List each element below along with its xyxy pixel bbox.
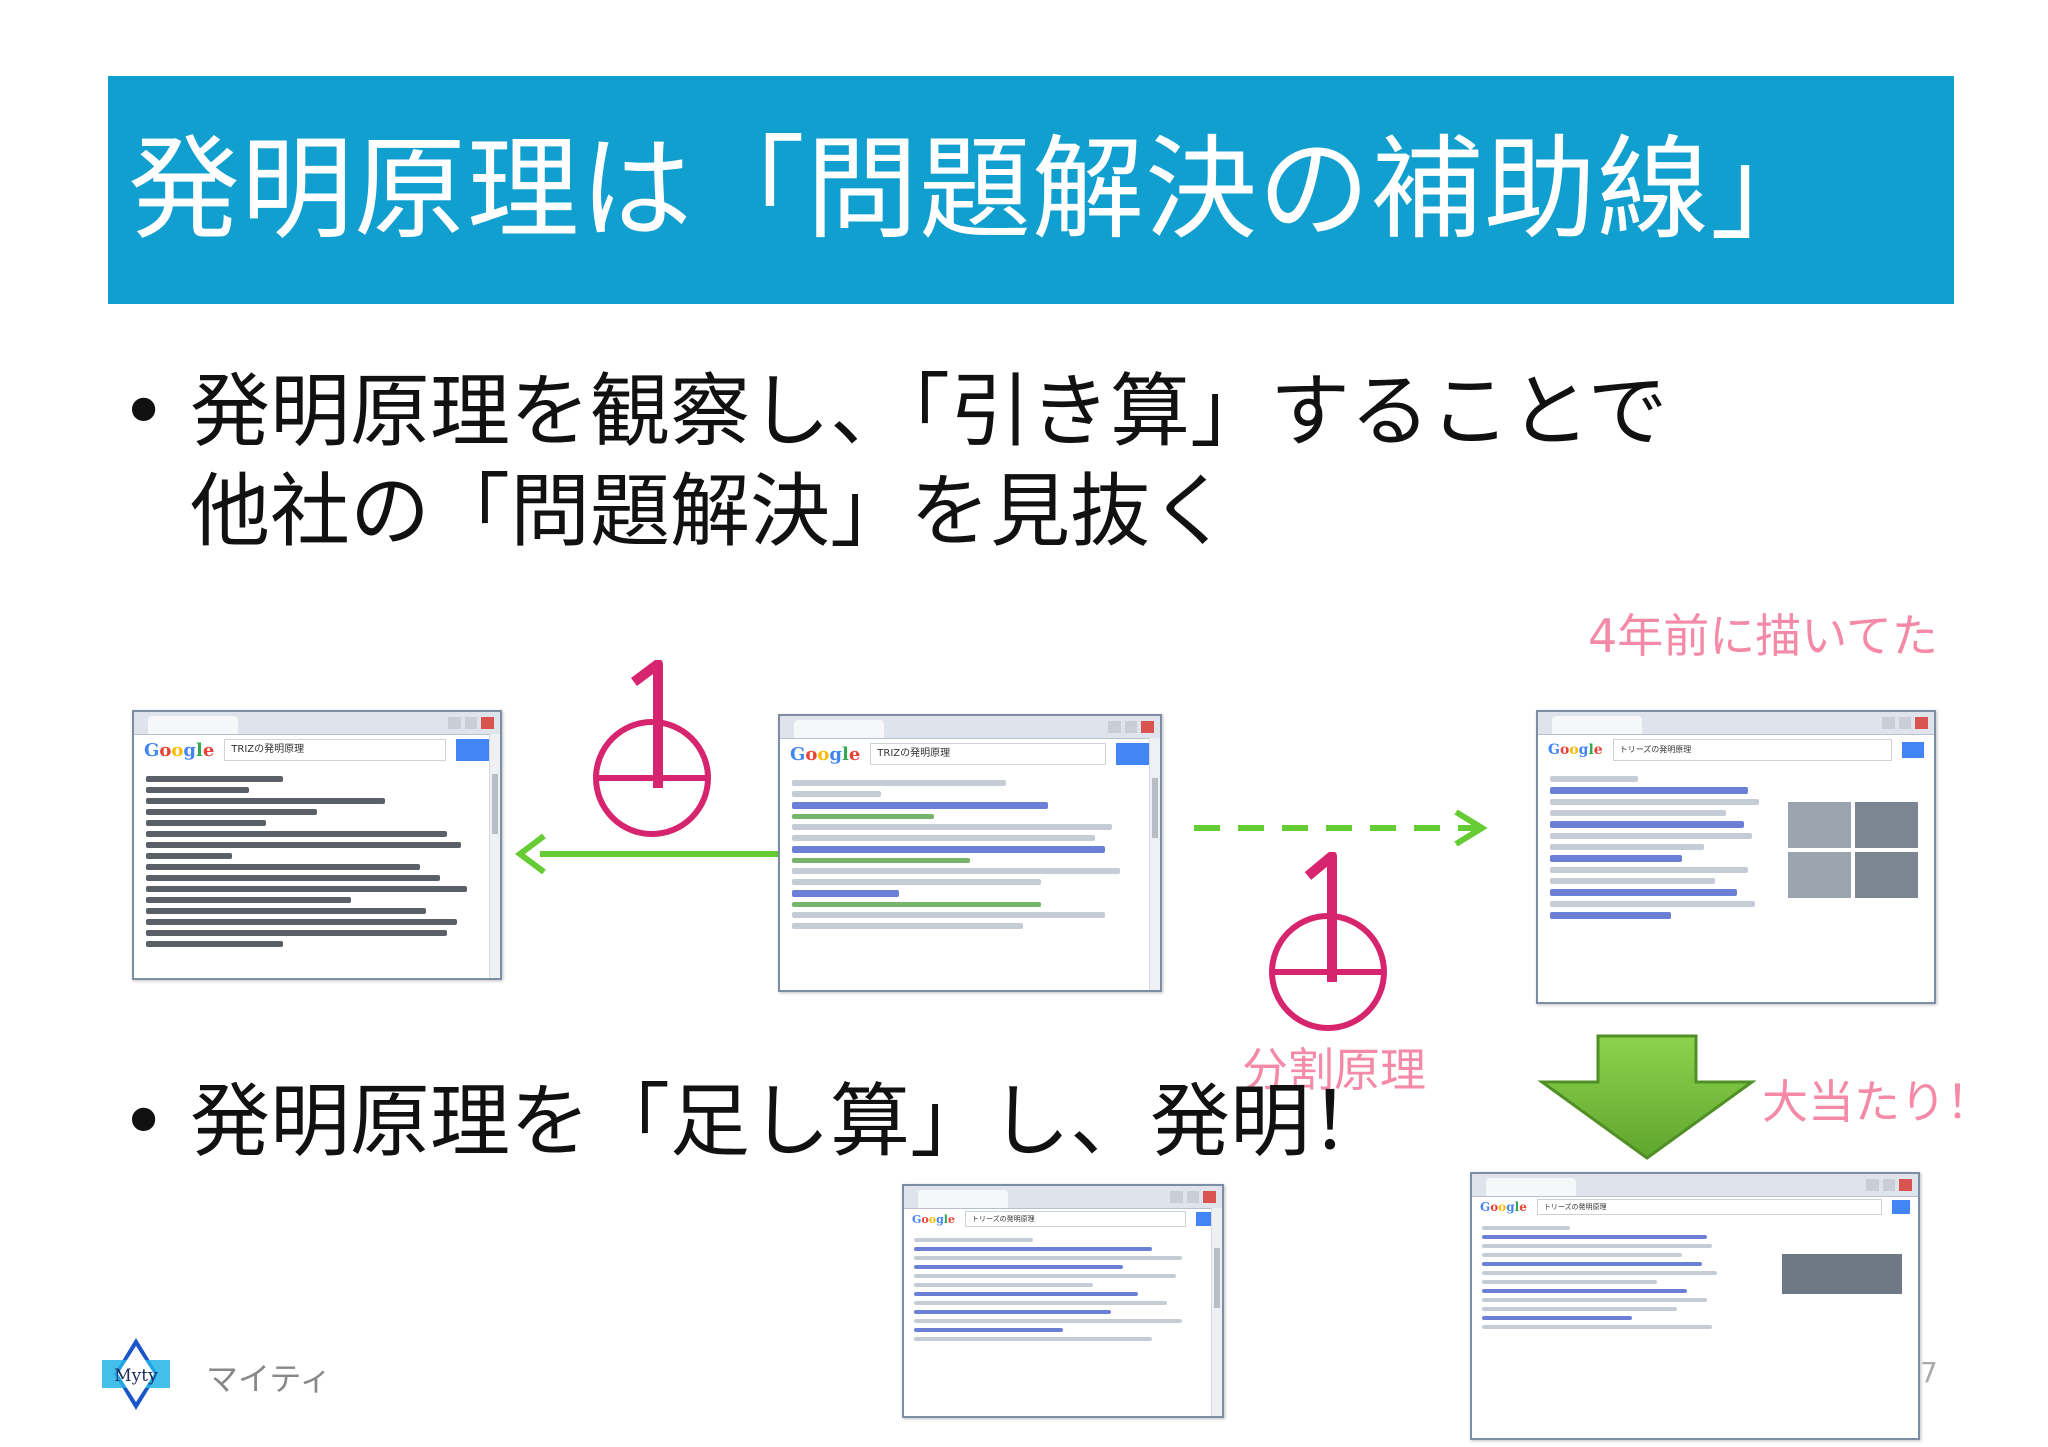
bullet-2: • 発明原理を「足し算」し、発明！	[120, 1072, 1390, 1172]
search-button	[1116, 743, 1150, 765]
circle-with-one-icon	[1269, 852, 1387, 1031]
search-query: トリーズの発明原理	[1612, 739, 1892, 761]
annotation-drawn-years-ago: 4年前に描いてた	[1588, 609, 1938, 663]
title-bar: 発明原理は「問題解決の補助線」	[108, 76, 1954, 304]
search-results	[780, 769, 1160, 940]
annotation-segmentation-principle: 分割原理	[1242, 1043, 1426, 1097]
browser-chrome	[780, 716, 1160, 739]
google-search-bar: Google トリーズの発明原理	[1538, 735, 1934, 765]
google-logo: Google	[1548, 742, 1603, 758]
search-results	[134, 765, 500, 958]
google-logo: Google	[912, 1212, 955, 1226]
google-search-bar: Google トリーズの発明原理	[904, 1209, 1222, 1229]
screenshot-left: Google TRIZの発明原理	[132, 710, 502, 980]
big-arrow-down-icon	[1537, 1034, 1757, 1160]
search-button	[456, 739, 490, 761]
arrow-left-icon	[515, 833, 780, 875]
search-results	[904, 1229, 1222, 1350]
bullet-marker: •	[120, 1075, 168, 1168]
search-query: TRIZの発明原理	[870, 743, 1106, 765]
search-results	[1472, 1217, 1742, 1338]
google-search-bar: Google トリーズの発明原理	[1472, 1197, 1918, 1217]
google-search-bar: Google TRIZの発明原理	[780, 739, 1160, 769]
knowledge-panel-image	[1782, 1254, 1902, 1294]
screenshot-center: Google TRIZの発明原理	[778, 714, 1162, 992]
annotation-big-hit: 大当たり！	[1762, 1075, 1992, 1129]
myty-star-logo-icon: Myty	[102, 1338, 170, 1410]
search-button	[1902, 742, 1924, 758]
browser-chrome	[1538, 712, 1934, 735]
bullet-1: • 発明原理を観察し、「引き算」することで 他社の「問題解決」を見抜く	[120, 362, 1668, 562]
circle-with-one-icon	[593, 660, 711, 837]
search-results	[1538, 765, 1782, 930]
bullet-1-line-1: 発明原理を観察し、「引き算」することで	[190, 365, 1668, 458]
google-search-bar: Google TRIZの発明原理	[134, 735, 500, 765]
company-name: マイティ	[206, 1360, 332, 1398]
google-logo: Google	[144, 739, 215, 761]
google-logo: Google	[790, 743, 861, 765]
page-number: 7	[1920, 1356, 1938, 1389]
browser-chrome	[904, 1186, 1222, 1209]
bullet-1-line-2: 他社の「問題解決」を見抜く	[190, 465, 1230, 558]
screenshot-bottom-right: Google トリーズの発明原理	[1470, 1172, 1920, 1440]
slide-title: 発明原理は「問題解決の補助線」	[128, 125, 1823, 255]
logo-text: Myty	[114, 1366, 158, 1386]
screenshot-right-top: Google トリーズの発明原理	[1536, 710, 1936, 1004]
search-button	[1892, 1200, 1910, 1214]
bullet-2-line-1: 発明原理を「足し算」し、発明！	[190, 1075, 1390, 1168]
search-query: トリーズの発明原理	[964, 1211, 1186, 1227]
dashed-arrow-right-icon	[1194, 809, 1488, 847]
search-query: トリーズの発明原理	[1536, 1199, 1882, 1215]
screenshot-bottom-middle: Google トリーズの発明原理	[902, 1184, 1224, 1418]
search-button	[1196, 1212, 1214, 1226]
browser-chrome	[134, 712, 500, 735]
browser-chrome	[1472, 1174, 1918, 1197]
google-logo: Google	[1480, 1200, 1527, 1214]
bullet-marker: •	[120, 365, 168, 458]
search-query: TRIZの発明原理	[224, 739, 446, 761]
knowledge-panel-images	[1788, 802, 1918, 898]
